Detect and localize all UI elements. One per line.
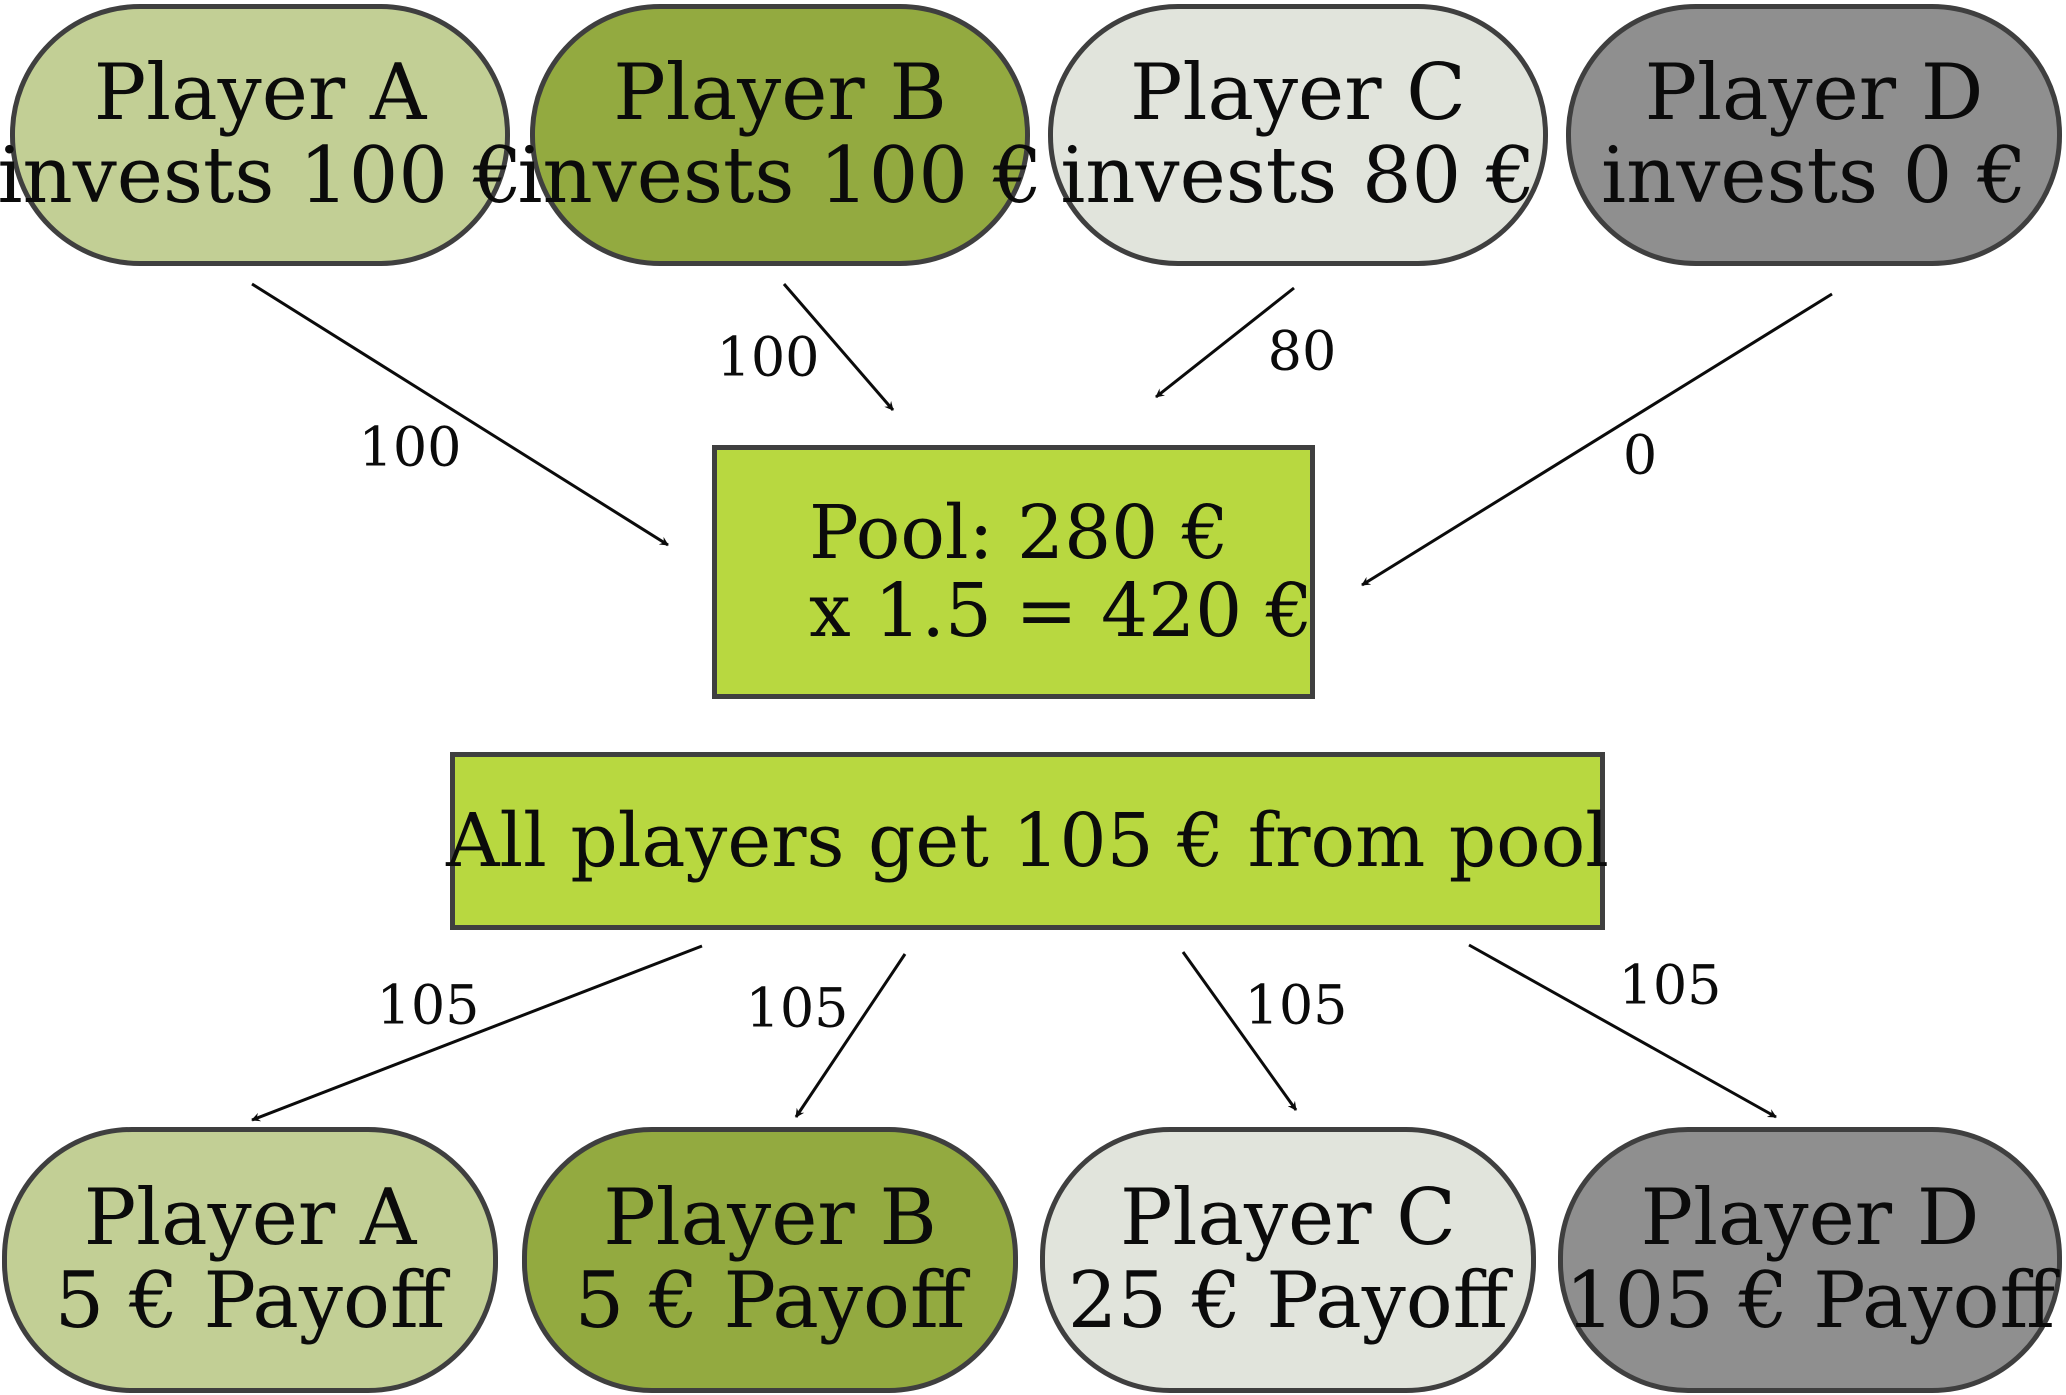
investor-amount: invests 100 €	[0, 131, 523, 221]
distribution-label: All players get 105 € from pool	[446, 797, 1609, 884]
payoff-amount: 5 € Payoff	[54, 1256, 446, 1346]
arrow-c-to-pool	[1155, 286, 1295, 399]
investor-player-b: Player B invests 100 €	[518, 4, 1042, 266]
investor-name: Player D	[1644, 48, 1984, 139]
payoff-name: Player B	[603, 1173, 937, 1264]
arrow-pool-to-b	[794, 953, 907, 1118]
investment-label-d: 0	[1622, 423, 1658, 487]
investment-label-c: 80	[1267, 319, 1337, 383]
payout-label-d: 105	[1618, 953, 1722, 1017]
payoff-player-b: Player B 5 € Payoff	[522, 1127, 1018, 1393]
payoff-amount: 25 € Payoff	[1067, 1256, 1509, 1346]
payoff-name: Player D	[1640, 1173, 1980, 1264]
payout-label-a: 105	[376, 973, 480, 1037]
investment-label-a: 100	[358, 415, 462, 479]
pool-total: Pool: 280 €	[809, 489, 1229, 576]
investor-name: Player A	[93, 48, 427, 139]
pool-box: Pool: 280 € x 1.5 = 420 €	[712, 445, 1315, 699]
distribution-box: All players get 105 € from pool	[446, 752, 1609, 930]
payoff-player-d: Player D 105 € Payoff	[1558, 1127, 2062, 1393]
pool-multiplied: x 1.5 = 420 €	[809, 568, 1313, 654]
arrow-b-to-pool	[782, 283, 895, 411]
arrow-d-to-pool	[1361, 292, 1833, 587]
investor-player-a: Player A invests 100 €	[0, 4, 522, 266]
payout-label-b: 105	[745, 976, 849, 1040]
investor-amount: invests 0 €	[1601, 131, 2027, 221]
investment-label-b: 100	[716, 325, 820, 389]
investor-amount: invests 100 €	[517, 131, 1043, 221]
investor-name: Player B	[613, 48, 947, 139]
investor-player-d: Player D invests 0 €	[1566, 4, 2062, 266]
payoff-player-a: Player A 5 € Payoff	[2, 1127, 498, 1393]
payout-label-c: 105	[1244, 973, 1348, 1037]
arrow-pool-to-d	[1468, 943, 1777, 1119]
payoff-name: Player A	[83, 1173, 417, 1264]
investor-name: Player C	[1130, 48, 1466, 139]
payoff-player-c: Player C 25 € Payoff	[1040, 1127, 1536, 1393]
investor-amount: invests 80 €	[1060, 131, 1536, 221]
arrow-a-to-pool	[251, 282, 669, 547]
payoff-name: Player C	[1120, 1173, 1456, 1264]
arrow-pool-to-c	[1181, 951, 1298, 1111]
investor-player-c: Player C invests 80 €	[1048, 4, 1548, 266]
arrow-pool-to-a	[251, 944, 703, 1122]
payoff-amount: 105 € Payoff	[1564, 1256, 2055, 1346]
payoff-amount: 5 € Payoff	[574, 1256, 966, 1346]
